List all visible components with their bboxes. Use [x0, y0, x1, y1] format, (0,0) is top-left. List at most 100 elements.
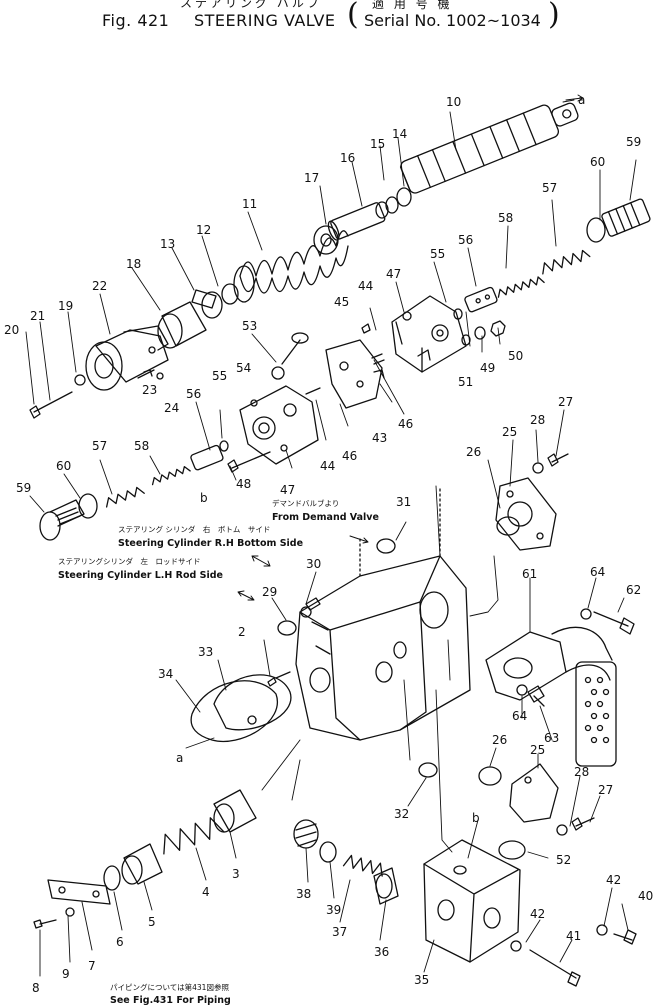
pin-44b [305, 387, 321, 395]
cap-22 [85, 325, 169, 391]
spool-assembly [29, 102, 579, 419]
note-demand-valve-jp: デマンドバルブより [272, 498, 339, 508]
callout-42-left: 42 [530, 907, 545, 921]
left-spring-group [39, 440, 271, 541]
serial-bracket-right: ) [548, 0, 560, 32]
callout-52: 52 [556, 853, 571, 867]
callout-58-lower: 58 [134, 439, 149, 453]
o-ring-52 [498, 840, 526, 860]
o-ring-30 [300, 606, 312, 618]
callout-34: 34 [158, 667, 173, 681]
bolt-2 [267, 671, 291, 687]
callout-28-upper: 28 [530, 413, 545, 427]
valve-body-47a [391, 295, 467, 373]
callout-25-upper: 25 [502, 425, 517, 439]
callouts: 10 59 60 57 58 56 55 47 44 45 51 49 50 1… [4, 93, 653, 995]
callout-35: 35 [414, 973, 429, 987]
callout-11: 11 [242, 197, 257, 211]
callout-51: 51 [458, 375, 473, 389]
note-rh-bottom: Steering Cylinder R.H Bottom Side [118, 538, 303, 549]
callout-40: 40 [638, 889, 653, 903]
callout-16: 16 [340, 151, 355, 165]
callout-44-lower: 44 [320, 459, 335, 473]
callout-55-upper: 55 [430, 247, 445, 261]
callout-10: 10 [446, 95, 461, 109]
callout-53: 53 [242, 319, 257, 333]
pin-46a [371, 353, 385, 365]
callout-59-lower: 59 [16, 481, 31, 495]
callout-26-upper: 26 [466, 445, 481, 459]
washer-9 [65, 907, 75, 917]
callout-5: 5 [148, 915, 156, 929]
callout-57-upper: 57 [542, 181, 557, 195]
callout-31: 31 [396, 495, 411, 509]
washer-14-15 [375, 187, 412, 219]
plug-59a [601, 198, 651, 237]
callout-46-lower: 46 [342, 449, 357, 463]
callout-24: 24 [164, 401, 179, 415]
sleeve-56a [464, 286, 498, 313]
cover-hole [247, 715, 257, 725]
right-relief-group [453, 198, 651, 320]
main-valve-block [295, 485, 471, 741]
callout-7: 7 [88, 959, 96, 973]
callout-58-upper: 58 [498, 211, 513, 225]
figure-number: Fig. 421 [102, 11, 170, 30]
strainer-holes [584, 676, 610, 744]
callout-41: 41 [566, 929, 581, 943]
gasket-33 [213, 674, 292, 731]
callout-63: 63 [544, 731, 559, 745]
o-ring-26b [478, 766, 502, 786]
callout-8: 8 [32, 981, 40, 995]
o-ring-31 [376, 538, 396, 554]
bolt-40 [613, 929, 637, 945]
callout-19: 19 [58, 299, 73, 313]
serial-bracket-left: ( [347, 0, 359, 32]
washer-42b [510, 940, 522, 952]
callout-13: 13 [160, 237, 175, 251]
callout-32: 32 [394, 807, 409, 821]
callout-49: 49 [480, 361, 495, 375]
callout-28-lower: 28 [574, 765, 589, 779]
diagram-title: STEERING VALVE [194, 11, 336, 30]
housing-35 [423, 839, 521, 963]
plate-43 [325, 339, 385, 409]
callout-59-upper: 59 [626, 135, 641, 149]
callout-43: 43 [372, 431, 387, 445]
bolt-62 [593, 611, 635, 635]
retainer-13 [191, 289, 223, 319]
callout-15: 15 [370, 137, 385, 151]
bolt-27a [547, 453, 569, 467]
serial-number: Serial No. 1002~1034 [364, 11, 541, 30]
callout-60-lower: 60 [56, 459, 71, 473]
bolt-41 [529, 949, 581, 987]
callout-30: 30 [306, 557, 321, 571]
note-demand-valve: From Demand Valve [272, 512, 379, 523]
valve-body-47b [239, 385, 319, 465]
japanese-title: ステアリング バルブ [180, 0, 322, 10]
note-piping-jp: パイピングについては第431図参照 [110, 982, 229, 992]
o-ring-6 [103, 865, 121, 891]
callout-42-right: 42 [606, 873, 621, 887]
callout-2: 2 [238, 625, 246, 639]
flow-arrows [237, 94, 584, 601]
plate-7 [47, 879, 111, 905]
callout-46-upper: 46 [398, 417, 413, 431]
washer-28a [532, 462, 544, 474]
ref-a-cover: a [176, 751, 183, 765]
callout-4: 4 [202, 885, 210, 899]
callout-44-upper: 44 [358, 279, 373, 293]
washer-12 [221, 283, 239, 305]
callout-20: 20 [4, 323, 19, 337]
washer-28b [556, 824, 568, 836]
callout-54: 54 [236, 361, 251, 375]
sleeve-18 [157, 301, 207, 349]
callout-3: 3 [232, 867, 240, 881]
spring-4 [163, 817, 225, 855]
poppet-36 [373, 867, 399, 905]
ref-b-left: b [200, 491, 208, 505]
callout-22: 22 [92, 279, 107, 293]
plunger-3 [213, 789, 257, 833]
